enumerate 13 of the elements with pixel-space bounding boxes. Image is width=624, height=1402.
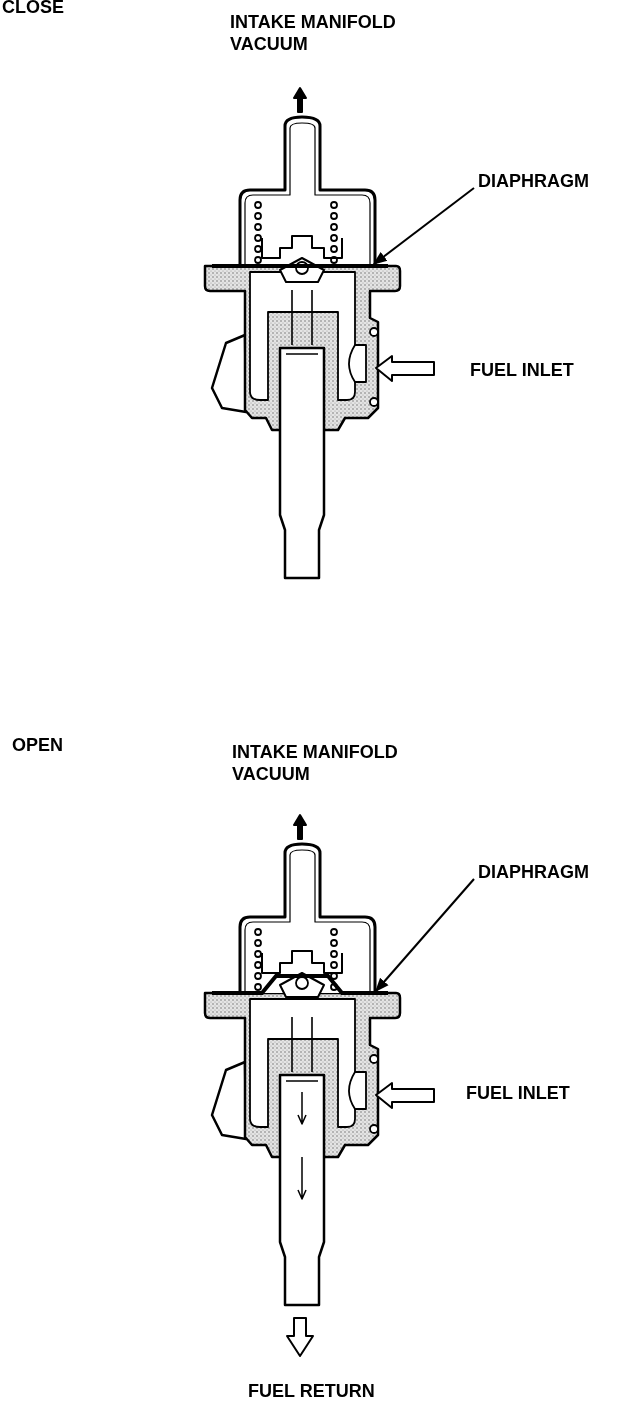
- leader-line: [375, 878, 475, 993]
- state-heading: OPEN: [12, 734, 63, 756]
- diaphragm: [212, 974, 388, 995]
- port-label: INTAKE MANIFOLD VACUUM: [230, 11, 397, 55]
- diaphragm: [212, 264, 388, 268]
- port-label: INTAKE MANIFOLD VACUUM: [232, 741, 399, 785]
- port-label: FUEL RETURN: [248, 1380, 375, 1402]
- leader-line: [372, 187, 475, 265]
- part-label: DIAPHRAGM: [478, 861, 589, 883]
- port-label: FUEL INLET: [466, 1082, 570, 1104]
- part-label: DIAPHRAGM: [478, 170, 589, 192]
- port-label: FUEL INLET: [470, 359, 574, 381]
- state-heading: CLOSE: [2, 0, 64, 18]
